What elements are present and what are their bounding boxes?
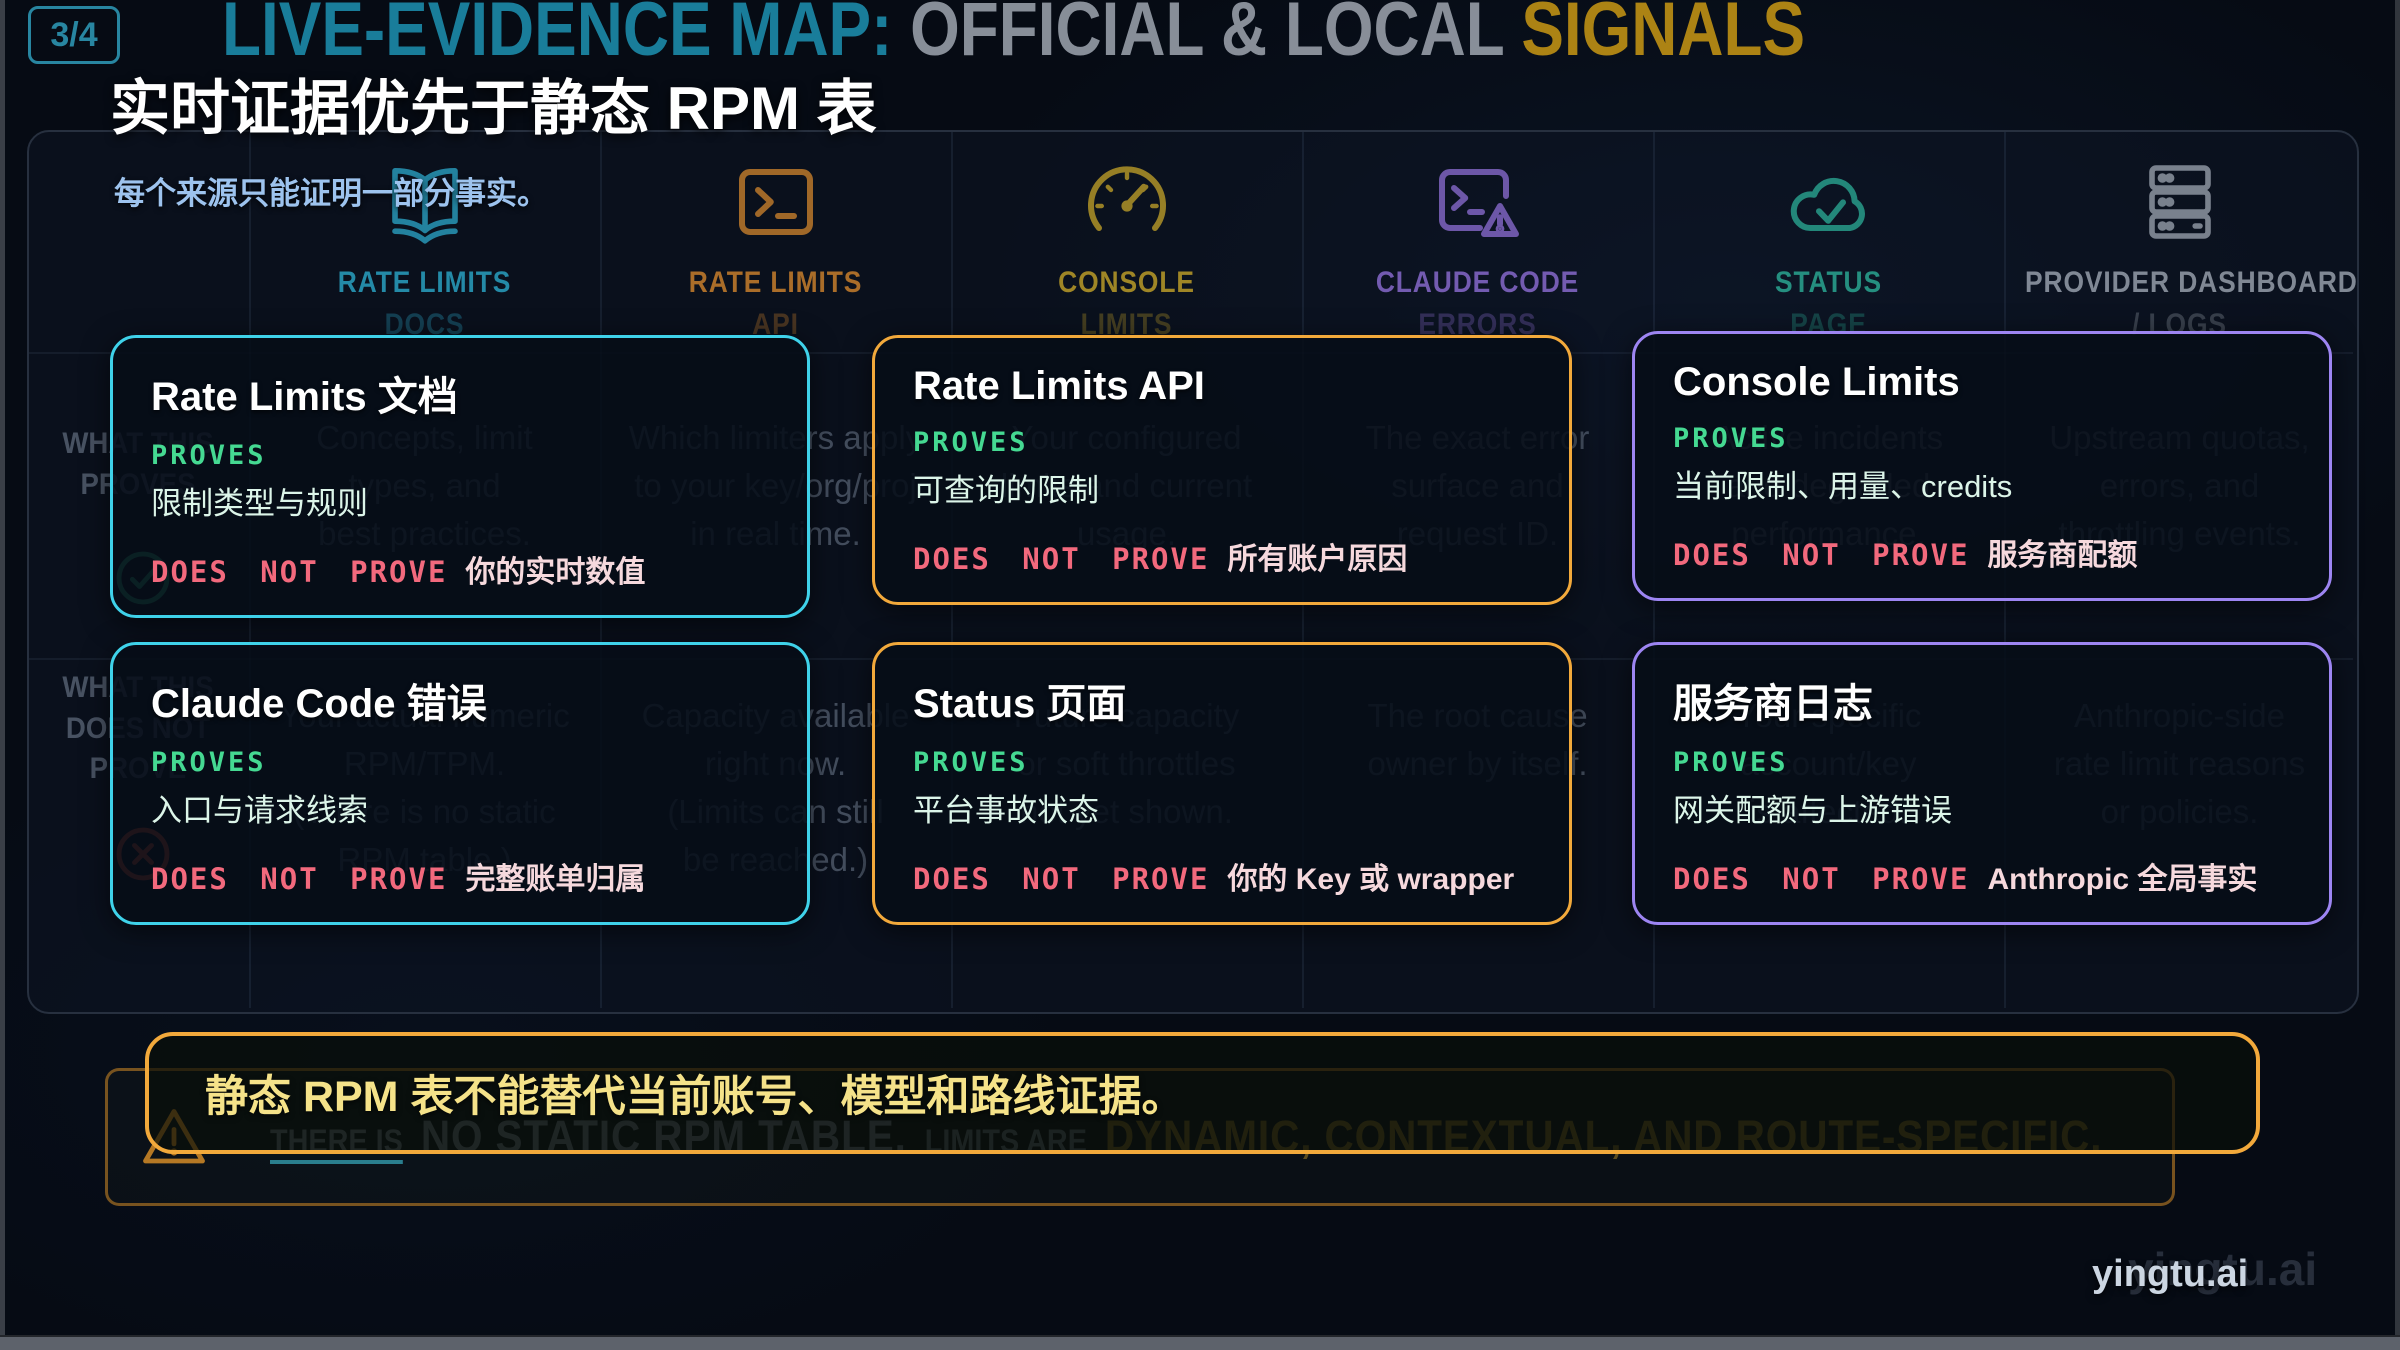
proves-text: 限制类型与规则 [151, 486, 368, 521]
watermark: yingtu.ai [2092, 1253, 2249, 1295]
column-title: STATUS [1775, 266, 1882, 299]
column-header-rate-limits-api: RATE LIMITS API [600, 146, 951, 342]
card-rate-limits-docs: Rate Limits 文档 PROVES 限制类型与规则 DOES NOT P… [110, 335, 810, 618]
column-title: RATE LIMITS [688, 266, 863, 299]
server-icon [2004, 146, 2355, 258]
column-header-console-limits: CONSOLE LIMITS [951, 146, 1302, 342]
proves-label: PROVES [913, 747, 1029, 778]
proves-label: PROVES [913, 427, 1029, 458]
callout-box: 静态 RPM 表不能替代当前账号、模型和路线证据。 [145, 1032, 2260, 1154]
card-provider-logs: 服务商日志 PROVES 网关配额与上游错误 DOES NOT PROVE An… [1632, 642, 2332, 925]
does-not-prove-label: DOES NOT PROVE [151, 555, 448, 589]
does-not-prove-label: DOES NOT PROVE [913, 862, 1210, 896]
window-bottom-bar [0, 1335, 2400, 1350]
proves-label: PROVES [1673, 747, 1789, 778]
does-not-prove-label: DOES NOT PROVE [1673, 538, 1970, 572]
does-not-prove-line: DOES NOT PROVE 你的 Key 或 wrapper [913, 854, 1531, 898]
proves-label: PROVES [151, 440, 267, 471]
page-subtitle: 每个来源只能证明一部分事实。 [114, 176, 548, 211]
bg-title: LIVE-EVIDENCE MAP: OFFICIAL & LOCAL SIGN… [222, 0, 1805, 73]
does-not-prove-line: DOES NOT PROVE 所有账户原因 [913, 534, 1531, 578]
does-not-prove-label: DOES NOT PROVE [913, 542, 1210, 576]
column-header-status-page: STATUS PAGE [1653, 146, 2004, 342]
window-edge-right [2395, 0, 2400, 1350]
card-status-page: Status 页面 PROVES 平台事故状态 DOES NOT PROVE 你… [872, 642, 1572, 925]
bg-title-teal: LIVE-EVIDENCE MAP: [222, 0, 911, 72]
does-not-prove-label: DOES NOT PROVE [151, 862, 448, 896]
bg-title-gold: SIGNALS [1521, 0, 1806, 72]
book-icon [249, 146, 600, 258]
card-title: 服务商日志 [1673, 682, 1873, 726]
callout-text: 静态 RPM 表不能替代当前账号、模型和路线证据。 [205, 1073, 1185, 1121]
window-edge-left [0, 0, 5, 1350]
watermark-dim: yingtu.ai [2128, 1243, 2318, 1295]
proves-text: 当前限制、用量、credits [1673, 469, 2013, 504]
does-not-prove-line: DOES NOT PROVE 完整账单归属 [151, 854, 769, 898]
column-header-claude-code-errors: CLAUDE CODE ERRORS [1302, 146, 1653, 342]
does-not-prove-label: DOES NOT PROVE [1673, 862, 1970, 896]
card-title: Rate Limits API [913, 364, 1205, 408]
does-not-prove-text: 所有账户原因 [1227, 543, 1408, 576]
does-not-prove-text: 你的实时数值 [465, 556, 646, 589]
does-not-prove-line: DOES NOT PROVE Anthropic 全局事实 [1673, 854, 2291, 898]
page-badge-label: 3/4 [50, 15, 98, 54]
page-title: 实时证据优先于静态 RPM 表 [110, 75, 877, 142]
bg-title-gray: OFFICIAL & LOCAL [910, 0, 1522, 72]
does-not-prove-text: 服务商配额 [1987, 539, 2138, 572]
proves-label: PROVES [1673, 423, 1789, 454]
column-title: CLAUDE CODE [1375, 266, 1580, 299]
proves-text: 网关配额与上游错误 [1673, 793, 1952, 828]
card-title: Status 页面 [913, 682, 1127, 726]
cloud-check-icon [1653, 146, 2004, 258]
card-rate-limits-api: Rate Limits API PROVES 可查询的限制 DOES NOT P… [872, 335, 1572, 605]
gauge-icon [951, 146, 1302, 258]
does-not-prove-line: DOES NOT PROVE 服务商配额 [1673, 530, 2291, 574]
column-title: CONSOLE [1058, 266, 1195, 299]
card-console-limits: Console Limits PROVES 当前限制、用量、credits DO… [1632, 331, 2332, 601]
card-title: Rate Limits 文档 [151, 375, 458, 419]
proves-text: 入口与请求线索 [151, 793, 368, 828]
proves-text: 可查询的限制 [913, 473, 1099, 508]
proves-text: 平台事故状态 [913, 793, 1099, 828]
card-claude-code-errors: Claude Code 错误 PROVES 入口与请求线索 DOES NOT P… [110, 642, 810, 925]
terminal-alert-icon [1302, 146, 1653, 258]
page-badge: 3/4 [28, 6, 120, 64]
proves-label: PROVES [151, 747, 267, 778]
does-not-prove-text: 完整账单归属 [465, 863, 646, 896]
terminal-icon [600, 146, 951, 258]
column-header-provider-dashboard-logs: PROVIDER DASHBOARD / LOGS [2004, 146, 2358, 342]
card-title: Console Limits [1673, 360, 1960, 404]
does-not-prove-text: Anthropic 全局事实 [1987, 863, 2258, 896]
does-not-prove-line: DOES NOT PROVE 你的实时数值 [151, 547, 769, 591]
card-title: Claude Code 错误 [151, 682, 487, 726]
does-not-prove-text: 你的 Key 或 wrapper [1227, 863, 1515, 896]
column-title: PROVIDER DASHBOARD [2025, 266, 2358, 299]
column-title: RATE LIMITS [337, 266, 512, 299]
